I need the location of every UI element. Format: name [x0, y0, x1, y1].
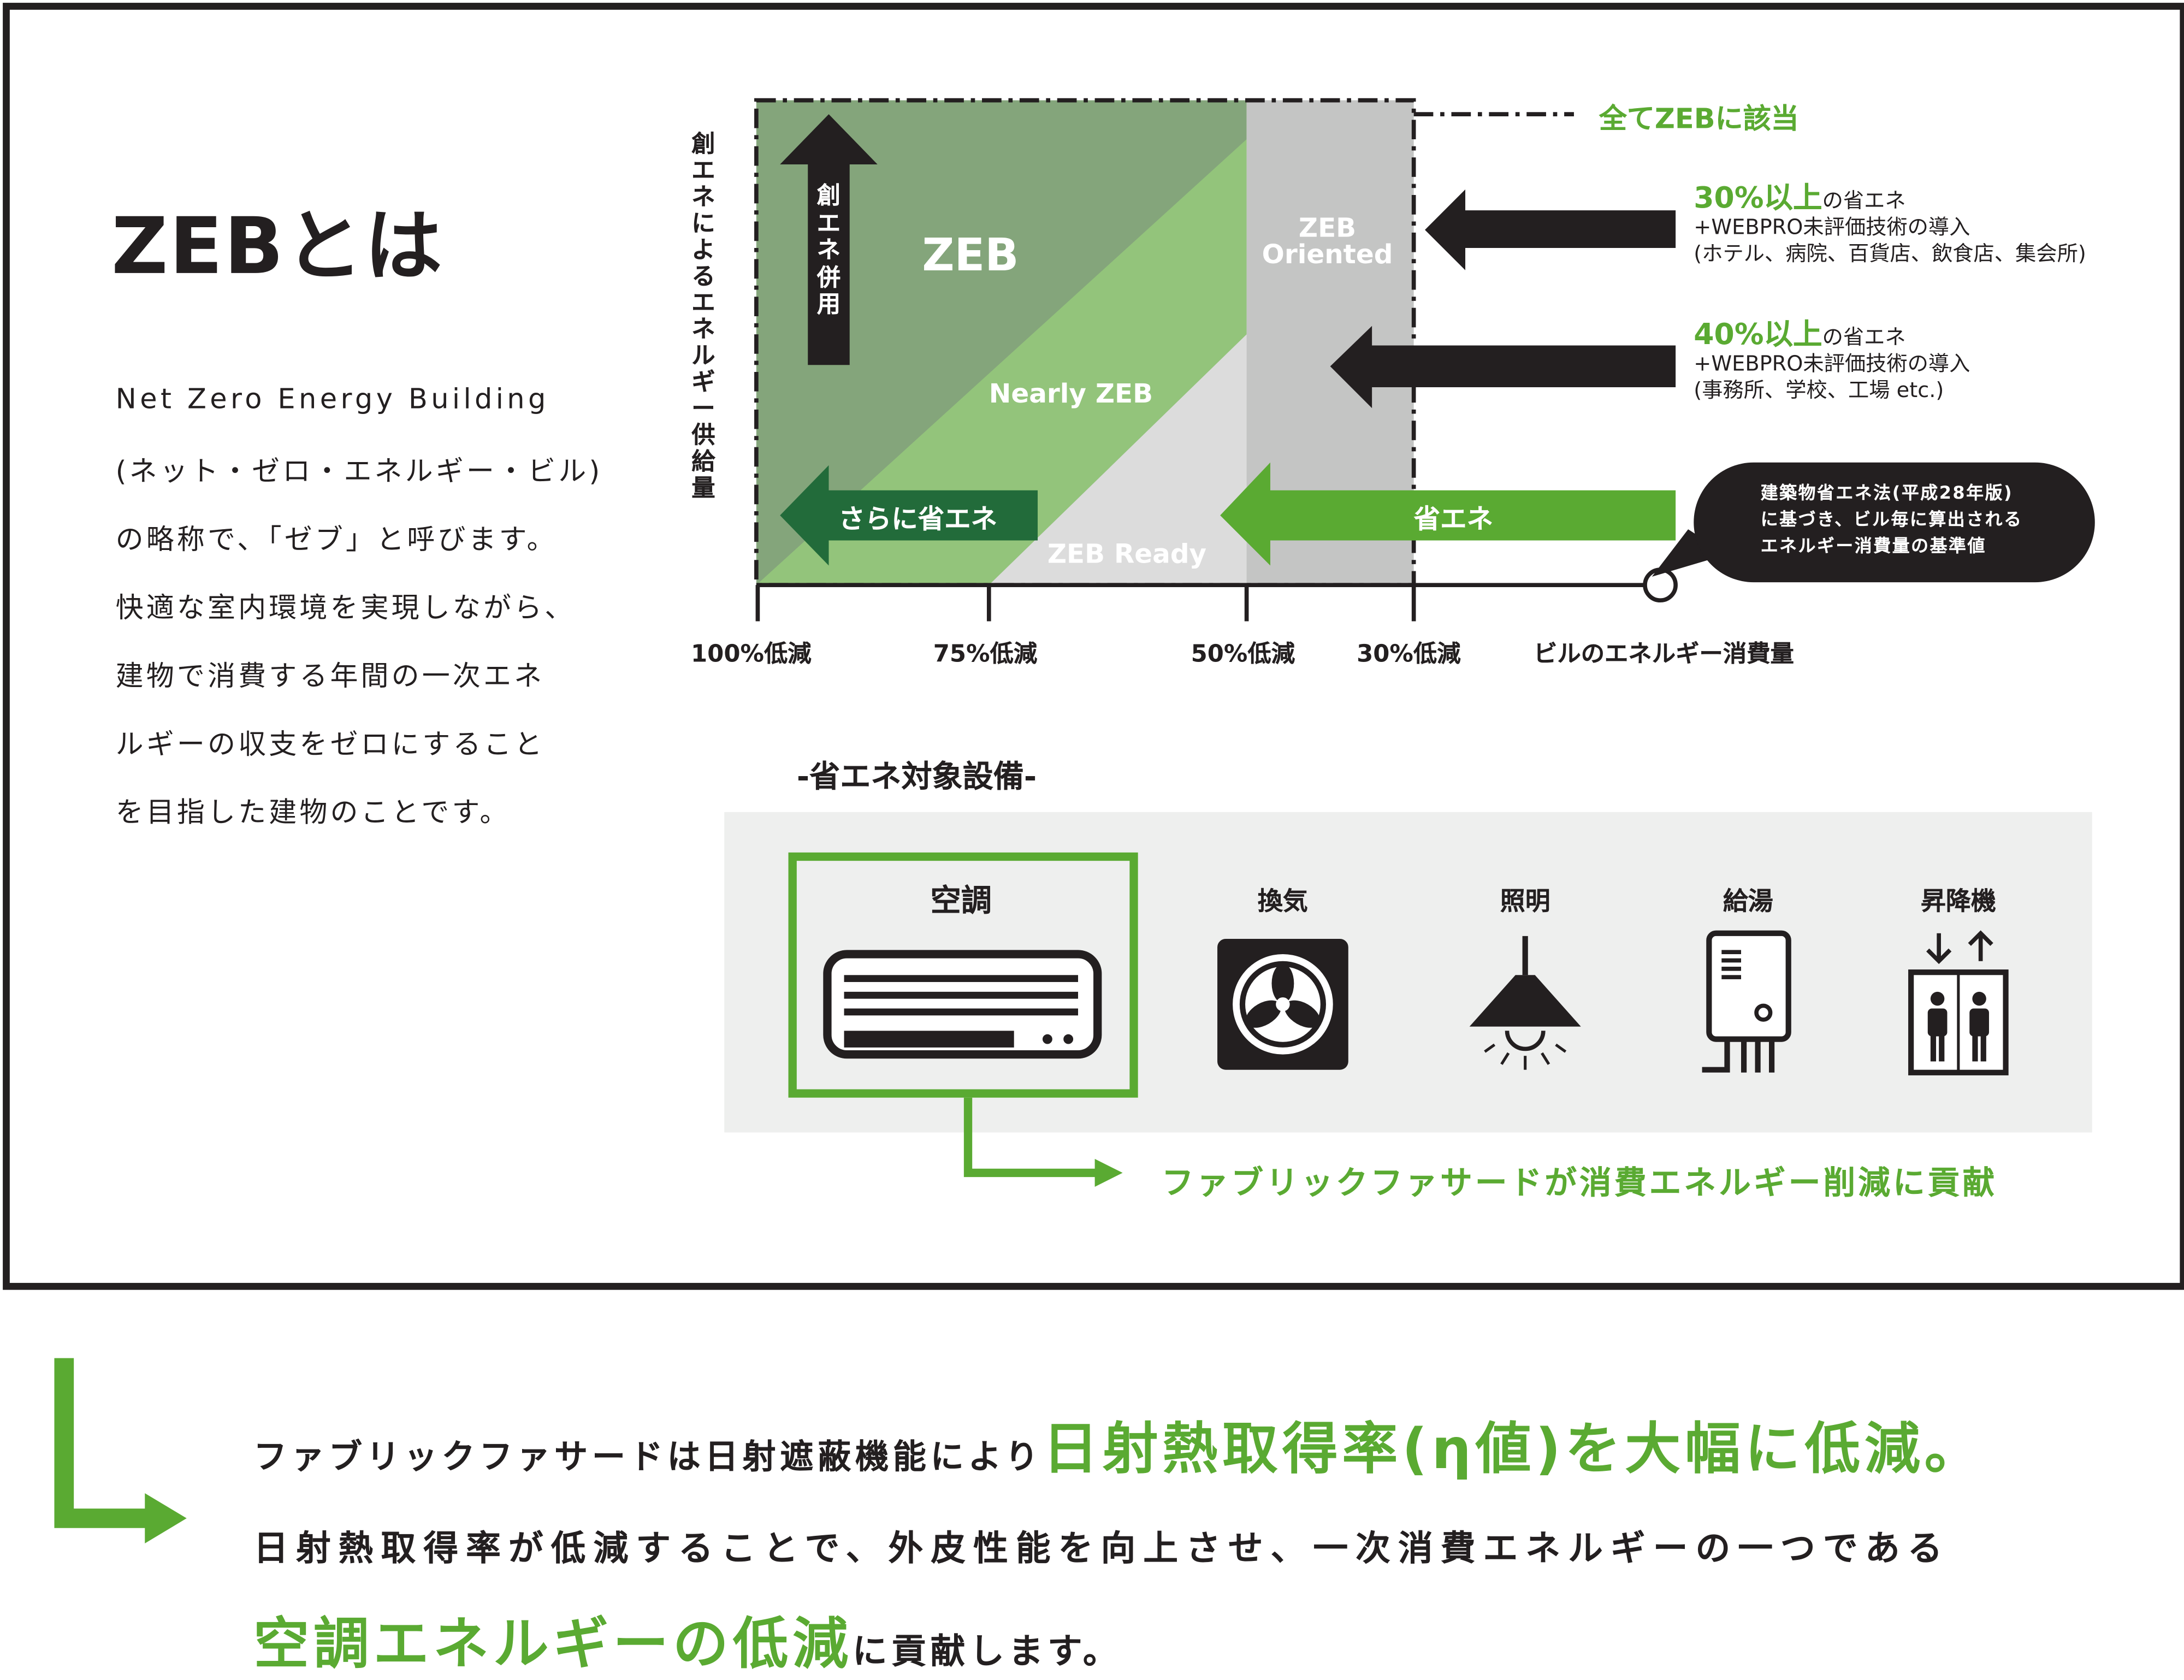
oriented-40-desc: 40%以上の省エネ +WEBPRO未評価技術の導入 (事務所、学校、工場 etc… — [1694, 317, 1970, 403]
x-tick-label: 30%低減 — [1357, 641, 1461, 669]
highlight-box — [788, 852, 1138, 1098]
equipment-label: 換気 — [1258, 887, 1308, 917]
page-title: ZEBとは — [111, 202, 444, 293]
baseline-marker — [1643, 567, 1678, 603]
baseline-bubble: 建築物省エネ法(平成28年版)に基づき、ビル毎に算出されるエネルギー消費量の基準… — [1694, 462, 2095, 583]
intro-line: 建物で消費する年間の一次エネ — [115, 659, 545, 693]
elevator-icon — [1908, 930, 2009, 1075]
x-axis-label: ビルのエネルギー消費量 — [1533, 641, 1794, 669]
intro-line: の略称で、「ゼブ」と呼びます。 — [115, 522, 558, 556]
bottom-arrowhead — [145, 1493, 187, 1543]
connector-arrowhead — [1094, 1158, 1123, 1187]
zone-label-zeb-ready: ZEB Ready — [1047, 539, 1207, 570]
up-arrow-label: 創エネ併用 — [816, 182, 841, 320]
x-ticks — [755, 585, 1416, 622]
zone-label-nearly-zeb: Nearly ZEB — [989, 378, 1153, 410]
equipment-label: 空調 — [930, 884, 992, 920]
bottom-line-2: 日射熱取得率が低減することで、外皮性能を向上させ、一次消費エネルギーの一つである — [253, 1528, 1950, 1569]
further-save-label: さらに省エネ — [838, 504, 998, 535]
bottom-line-3: 空調エネルギーの低減に貢献します。 — [253, 1613, 1122, 1677]
save-label: 省エネ — [1413, 504, 1494, 535]
x-tick-label: 50%低減 — [1191, 641, 1295, 669]
facade-note: ファブリックファサードが消費エネルギー削減に貢献 — [1162, 1166, 1998, 1202]
oriented-40-arrow — [1330, 326, 1676, 409]
oriented-30-arrow — [1425, 189, 1676, 270]
bottom-line-1: ファブリックファサードは日射遮蔽機能により日射熱取得率(η値)を大幅に低減。 — [253, 1418, 1985, 1482]
equipment-label: 照明 — [1500, 887, 1550, 917]
zone-nearly-zeb — [756, 139, 1247, 585]
all-zeb-label: 全てZEBに該当 — [1599, 102, 1799, 135]
equipment-heading: -省エネ対象設備- — [796, 760, 1037, 796]
x-tick-label: 100%低減 — [690, 641, 812, 669]
save-arrow — [1220, 462, 1676, 566]
intro-line: Net Zero Energy Building — [115, 381, 549, 416]
x-tick-label: 75%低減 — [933, 641, 1038, 669]
oriented-30-desc: 30%以上の省エネ +WEBPRO未評価技術の導入 (ホテル、病院、百貨店、飲食… — [1694, 181, 2086, 267]
water-heater-icon — [1702, 930, 1791, 1073]
content-frame — [3, 3, 2184, 1290]
zone-label-oriented-1: ZEB — [1298, 213, 1357, 244]
equipment-label: 給湯 — [1723, 887, 1773, 917]
ventilation-fan-icon — [1217, 938, 1348, 1070]
up-arrow — [780, 114, 878, 365]
intro-line: ルギーの収支をゼロにすること — [115, 727, 545, 761]
intro-line: (ネット・ゼロ・エネルギー・ビル) — [115, 454, 603, 488]
intro-line: 快適な室内環境を実現しながら、 — [115, 590, 576, 624]
intro-line: を目指した建物のことです。 — [115, 795, 511, 829]
pendant-light-icon — [1469, 936, 1581, 1070]
further-save-arrow — [780, 465, 1038, 566]
highlight-connector — [963, 1097, 1100, 1178]
bottom-l-arrow — [54, 1358, 153, 1528]
y-axis-label: 創エネによるエネルギー供給量 — [691, 131, 715, 503]
zone-label-oriented-2: Oriented — [1262, 239, 1393, 270]
equipment-label: 昇降機 — [1921, 887, 1996, 917]
bubble-tail — [1652, 529, 1727, 577]
air-conditioner-icon — [823, 950, 1102, 1059]
zone-label-zeb: ZEB — [922, 228, 1019, 282]
